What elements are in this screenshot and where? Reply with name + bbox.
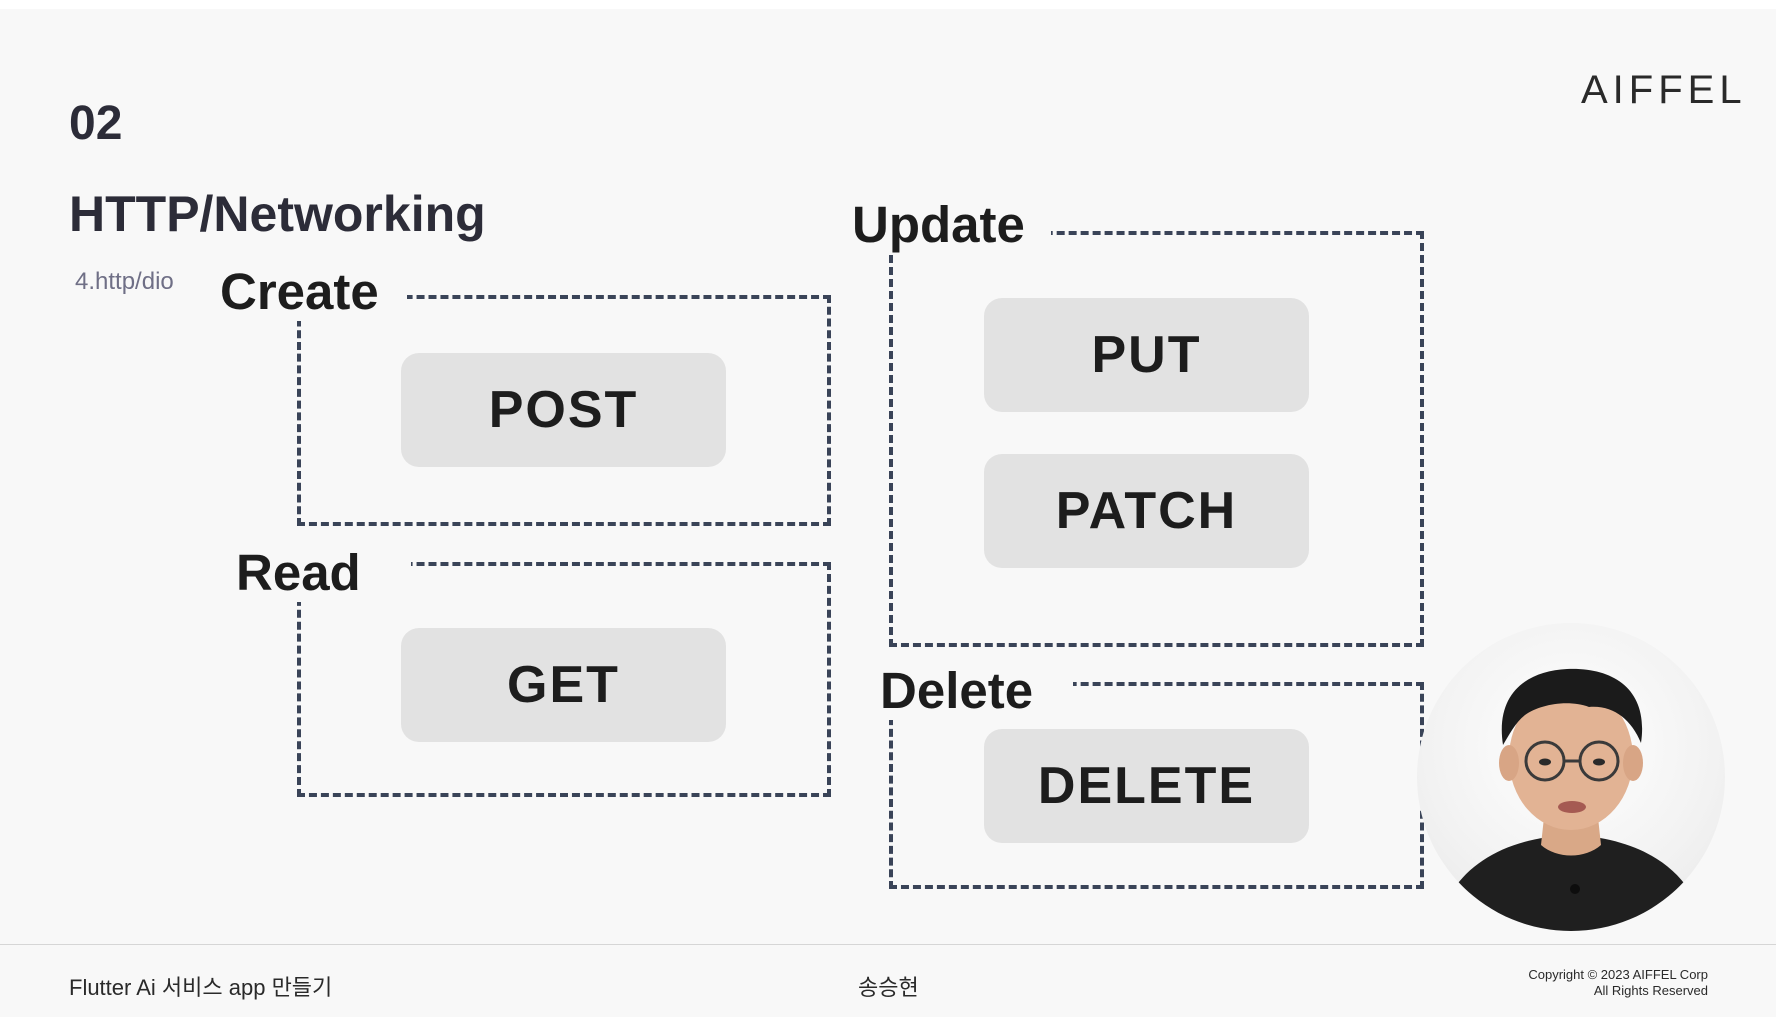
footer-course-title: Flutter Ai 서비스 app 만들기 xyxy=(69,975,333,1000)
delete-method-box: DELETE xyxy=(984,729,1309,843)
create-group-label: Create xyxy=(220,262,407,321)
aiffel-logo: AIFFEL xyxy=(1581,68,1747,112)
patch-method-box: PATCH xyxy=(984,454,1309,568)
slide-title: HTTP/Networking xyxy=(69,186,486,242)
read-group-box xyxy=(297,562,831,797)
slide-subtitle: 4.http/dio xyxy=(75,268,174,295)
slide-number: 02 xyxy=(69,97,123,150)
presenter-video xyxy=(1417,623,1725,931)
read-group-label: Read xyxy=(236,543,411,602)
footer-presenter-name: 송승현 xyxy=(858,975,919,1000)
put-method-box: PUT xyxy=(984,298,1309,412)
get-method-box: GET xyxy=(401,628,726,742)
copyright-line-2: All Rights Reserved xyxy=(1593,983,1708,998)
create-group-box xyxy=(297,295,831,526)
update-group-label: Update xyxy=(852,195,1051,254)
delete-group-label: Delete xyxy=(880,661,1074,720)
footer-copyright: Copyright © 2023 AIFFEL Corp All Rights … xyxy=(1528,967,1708,999)
footer-divider xyxy=(0,944,1776,945)
update-group-box xyxy=(889,231,1424,647)
post-method-box: POST xyxy=(401,353,726,467)
presenter-avatar-icon xyxy=(1437,668,1705,931)
copyright-line-1: Copyright © 2023 AIFFEL Corp xyxy=(1528,967,1708,982)
